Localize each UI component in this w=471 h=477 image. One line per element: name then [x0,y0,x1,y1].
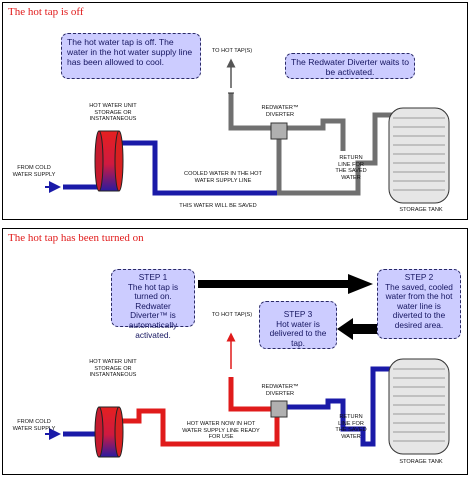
redwater-diverter [270,122,288,140]
label-storage-tank-2: STORAGE TANK [399,459,443,465]
label-water-saved: THIS WATER WILL BE SAVED [179,203,257,209]
callout-step3: STEP 3 Hot water is delivered to the tap… [259,301,337,349]
label-from-cold-2: FROM COLD WATER SUPPLY [12,419,56,432]
step-arrows [198,274,383,340]
arrow-step1-to-step2 [198,274,373,294]
label-from-cold: FROM COLD WATER SUPPLY [12,165,56,178]
diagram-hot-tap-off [45,58,450,204]
hot-water-unit [94,130,124,192]
label-storage-tank: STORAGE TANK [399,207,443,213]
diagram-hot-tap-on [45,274,450,458]
return-pipes [63,366,395,447]
panel-hot-tap-on: The hot tap has been turned on STEP 1 Th… [2,228,468,475]
label-redwater-diverter-2: REDWATER™ DIVERTER [261,384,299,397]
storage-tank [388,107,450,204]
callout-water-cooled: The hot water tap is off. The water in t… [61,33,201,79]
label-hot-water-unit-2: HOT WATER UNIT STORAGE OR INSTANTANEOUS [89,359,137,379]
label-redwater-diverter: REDWATER™ DIVERTER [261,105,299,118]
storage-tank-2 [388,358,450,455]
panel-hot-tap-off: The hot tap is off The hot water tap is … [2,2,468,220]
hot-pipes [118,377,280,447]
label-hot-water-unit: HOT WATER UNIT STORAGE OR INSTANTANEOUS [89,103,137,123]
callout-step2: STEP 2 The saved, cooled water from the … [377,269,461,339]
label-to-hot-taps: TO HOT TAP(S) [211,48,253,54]
arrow-step2-to-step3 [337,318,383,340]
callout-diverter-waits: The Redwater Diverter waits to be activa… [285,53,415,79]
callout-step1: STEP 1 The hot tap is turned on. Redwate… [111,269,195,339]
redwater-diverter-2 [270,400,288,418]
label-to-hot-taps-2: TO HOT TAP(S) [211,312,253,318]
panel-title: The hot tap is off [8,6,84,18]
panel-title-2: The hot tap has been turned on [8,232,144,244]
label-return-line-2: RETURN LINE FOR THE SAVED WATER [335,414,367,440]
hot-water-unit-2 [94,406,124,458]
label-cooled-water: COOLED WATER IN THE HOT WATER SUPPLY LIN… [184,171,262,184]
grey-pipes [228,93,346,196]
label-return-line: RETURN LINE FOR THE SAVED WATER [335,155,367,181]
label-hot-water-now: HOT WATER NOW IN HOT WATER SUPPLY LINE R… [182,421,260,441]
